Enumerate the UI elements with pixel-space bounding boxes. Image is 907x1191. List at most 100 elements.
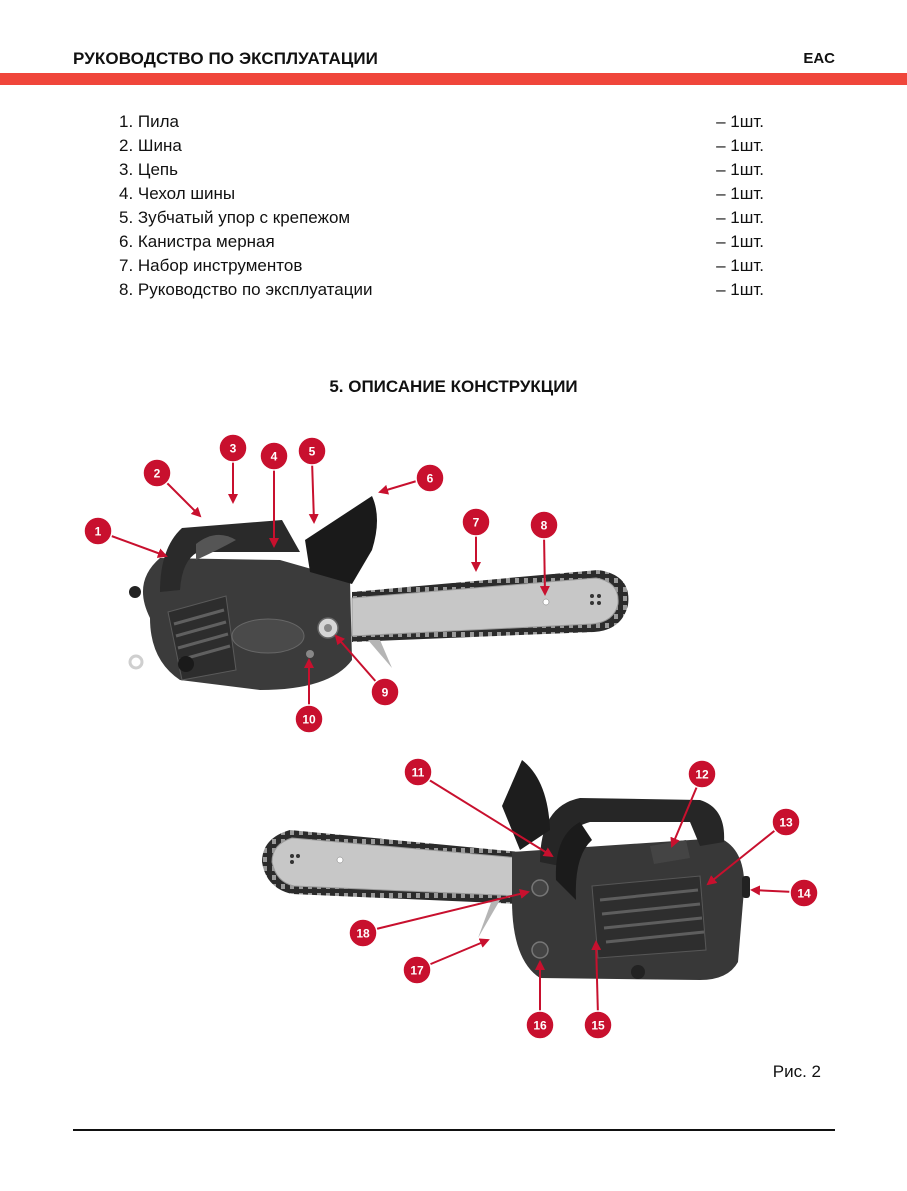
callout-8 xyxy=(529,510,559,540)
item-qty: – 1шт. xyxy=(716,136,764,155)
callout-12 xyxy=(687,759,717,789)
bar-rivet xyxy=(597,601,601,605)
fuel-cap xyxy=(531,941,549,959)
callout-13-label: 13 xyxy=(779,816,793,830)
cooling-vents xyxy=(599,888,705,944)
oil-cap xyxy=(531,879,549,897)
callout-15-label: 15 xyxy=(591,1019,605,1033)
item-qty: – 1шт. xyxy=(716,112,764,131)
callout-5 xyxy=(297,436,327,466)
chain-brake-lever xyxy=(305,496,377,584)
list-item: 4. Чехол шины – 1шт. xyxy=(119,183,764,207)
package-contents-list: 1. Пила – 1шт. 2. Шина – 1шт. 3. Цепь – 1шт… xyxy=(119,111,764,303)
callout-14-label: 14 xyxy=(797,887,811,901)
item-label: 6. Канистра мерная xyxy=(119,232,275,251)
item-qty: – 1шт. xyxy=(716,280,764,299)
chainsaw-other-side-view xyxy=(262,760,750,980)
callout-14 xyxy=(789,878,819,908)
callout-7-label: 7 xyxy=(473,516,480,530)
callout-1 xyxy=(83,516,113,546)
starter-cover xyxy=(591,875,707,959)
callout-18 xyxy=(348,918,378,948)
callout-9 xyxy=(370,677,400,707)
cooling-vents xyxy=(173,608,231,662)
saw-body xyxy=(142,558,352,690)
rear-hole xyxy=(178,656,194,672)
item-qty: – 1шт. xyxy=(716,160,764,179)
guide-bar xyxy=(351,577,619,637)
header-title: РУКОВОДСТВО ПО ЭКСПЛУАТАЦИИ xyxy=(73,49,378,68)
rear-knob xyxy=(742,876,750,898)
tension-screw xyxy=(306,650,314,658)
item-qty: – 1шт. xyxy=(716,208,764,227)
callout-13 xyxy=(771,807,801,837)
list-item: 7. Набор инструментов – 1шт. xyxy=(119,255,764,279)
side-emblem xyxy=(231,618,305,654)
rear-bolt xyxy=(631,965,645,979)
callout-16 xyxy=(525,1010,555,1040)
rope-eye xyxy=(128,654,144,670)
callout-17-label: 17 xyxy=(410,964,424,978)
item-label: 7. Набор инструментов xyxy=(119,256,303,275)
callout-6 xyxy=(415,463,445,493)
callout-17 xyxy=(402,955,432,985)
figure-caption: Рис. 2 xyxy=(772,1062,821,1081)
item-label: 1. Пила xyxy=(119,112,179,131)
item-label: 5. Зубчатый упор с крепежом xyxy=(119,208,351,227)
callout-2-label: 2 xyxy=(154,467,161,481)
callout-16-label: 16 xyxy=(533,1019,547,1033)
bar-rivet xyxy=(597,594,601,598)
callout-2 xyxy=(142,458,172,488)
bumper-spike xyxy=(368,640,392,668)
callout-11 xyxy=(403,757,433,787)
list-item: 5. Зубчатый упор с крепежом – 1шт. xyxy=(119,207,764,231)
list-item: 3. Цепь – 1шт. xyxy=(119,159,764,183)
throttle-trigger xyxy=(650,840,690,864)
bar-rivet xyxy=(296,854,300,858)
rear-handle xyxy=(160,520,300,592)
item-qty: – 1шт. xyxy=(716,256,764,275)
item-label: 4. Чехол шины xyxy=(119,184,236,203)
bar-nut-center xyxy=(324,624,332,632)
chain-brake-lever xyxy=(502,760,550,850)
saw-body xyxy=(512,838,745,980)
callout-1-label: 1 xyxy=(95,525,102,539)
item-qty: – 1шт. xyxy=(716,232,764,251)
item-label: 8. Руководство по эксплуатации xyxy=(119,280,373,299)
bar-rivet xyxy=(290,860,294,864)
header-accent-bar xyxy=(0,73,907,85)
chainsaw-side-view xyxy=(128,496,629,690)
footer-rule xyxy=(73,1129,835,1131)
callout-15 xyxy=(583,1010,613,1040)
item-qty: – 1шт. xyxy=(716,184,764,203)
front-handle xyxy=(555,822,592,900)
bar-rivet xyxy=(290,854,294,858)
section-title: 5. ОПИСАНИЕ КОНСТРУКЦИИ xyxy=(329,377,578,396)
callout-5-label: 5 xyxy=(309,445,316,459)
eac-mark: EAC xyxy=(803,50,835,67)
callout-12-label: 12 xyxy=(695,768,709,782)
callout-4 xyxy=(259,441,289,471)
bar-rivet xyxy=(590,594,594,598)
trigger xyxy=(196,534,236,560)
list-item: 1. Пила – 1шт. xyxy=(119,111,764,135)
bar-rivet xyxy=(590,601,594,605)
callouts: 1 2 3 4 5 6 7 8 9 10 11 12 xyxy=(83,433,819,1040)
callout-10-label: 10 xyxy=(302,713,316,727)
callout-18-label: 18 xyxy=(356,927,370,941)
list-item: 2. Шина – 1шт. xyxy=(119,135,764,159)
bumper-spike xyxy=(478,900,500,938)
choke-knob xyxy=(129,586,141,598)
item-label: 3. Цепь xyxy=(119,160,178,179)
rear-handle xyxy=(540,798,725,866)
callout-6-label: 6 xyxy=(427,472,434,486)
bar-hole xyxy=(336,856,344,864)
bar-hole xyxy=(542,598,550,606)
callout-4-label: 4 xyxy=(271,450,278,464)
starter-cover xyxy=(167,595,237,681)
callout-7 xyxy=(461,507,491,537)
item-label: 2. Шина xyxy=(119,136,182,155)
callout-9-label: 9 xyxy=(382,686,389,700)
callout-3 xyxy=(218,433,248,463)
bar-nut xyxy=(317,617,339,639)
